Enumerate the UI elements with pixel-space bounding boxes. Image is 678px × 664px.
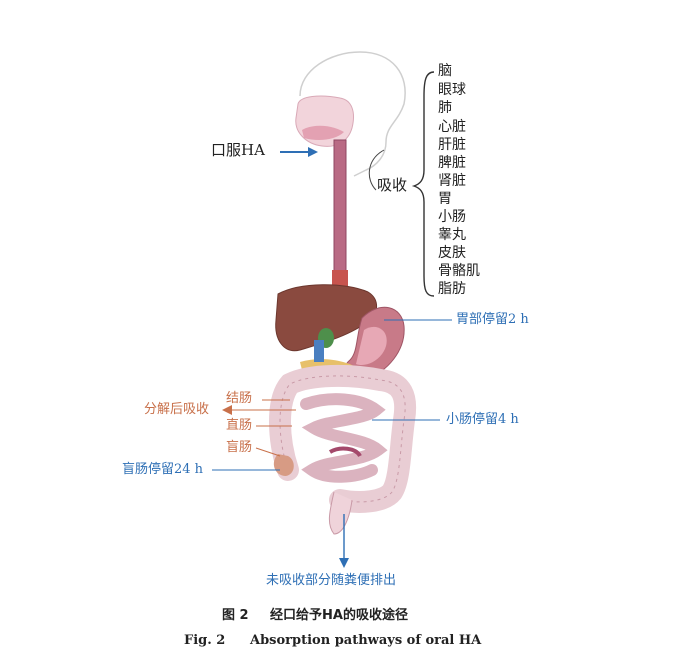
stomach-inner bbox=[356, 326, 387, 366]
organ-kidney: 肾脏 bbox=[438, 173, 466, 189]
organ-brain: 脑 bbox=[438, 63, 452, 79]
duodenum bbox=[314, 340, 324, 362]
organ-testis: 睾丸 bbox=[438, 227, 466, 243]
caption-cn-title: 经口给予HA的吸收途径 bbox=[270, 608, 408, 623]
absorption-bracket bbox=[411, 71, 435, 297]
head-outline bbox=[299, 51, 406, 177]
excretion-label: 未吸收部分随粪便排出 bbox=[266, 573, 397, 588]
oral-label: 口服HA bbox=[211, 141, 265, 159]
caption-en-title: Absorption pathways of oral HA bbox=[250, 633, 482, 648]
organ-stomach: 胃 bbox=[438, 191, 452, 207]
small-intestine-stay-label: 小肠停留4 h bbox=[446, 412, 519, 427]
organ-heart: 心脏 bbox=[438, 119, 466, 135]
oral-arrow-head bbox=[308, 147, 318, 157]
caption-cn-number: 图 2 bbox=[222, 608, 249, 623]
organ-lung: 肺 bbox=[438, 100, 452, 116]
excretion-arrow-head bbox=[339, 558, 349, 568]
organ-spleen: 脾脏 bbox=[438, 155, 466, 171]
rectum bbox=[328, 491, 353, 535]
organ-eyeball: 眼球 bbox=[438, 82, 466, 98]
colon-outline bbox=[279, 375, 406, 503]
tongue bbox=[302, 125, 344, 140]
cecum-label-pointer bbox=[255, 447, 281, 457]
esophagus bbox=[333, 139, 347, 291]
cecum-stay-label: 盲肠停留24 h bbox=[122, 462, 204, 477]
rectum-label: 直肠 bbox=[226, 418, 253, 433]
small-intestine-detail bbox=[328, 446, 362, 458]
caption-en-number: Fig. 2 bbox=[184, 633, 226, 648]
organ-fat: 脂肪 bbox=[438, 281, 466, 297]
decompose-label: 分解后吸收 bbox=[144, 402, 210, 417]
organ-liver: 肝脏 bbox=[438, 137, 466, 153]
organ-skeletal-muscle: 骨骼肌 bbox=[438, 263, 480, 279]
cecum-label: 盲肠 bbox=[226, 440, 253, 455]
decompose-arrow-head bbox=[222, 405, 232, 415]
organ-small-intestine: 小肠 bbox=[438, 209, 466, 225]
stomach-stay-label: 胃部停留2 h bbox=[456, 312, 529, 327]
small-intestine bbox=[300, 393, 388, 483]
organ-skin: 皮肤 bbox=[438, 245, 466, 261]
absorb-label: 吸收 bbox=[377, 176, 408, 194]
head-connector bbox=[368, 149, 385, 191]
colon-label: 结肠 bbox=[226, 391, 253, 406]
